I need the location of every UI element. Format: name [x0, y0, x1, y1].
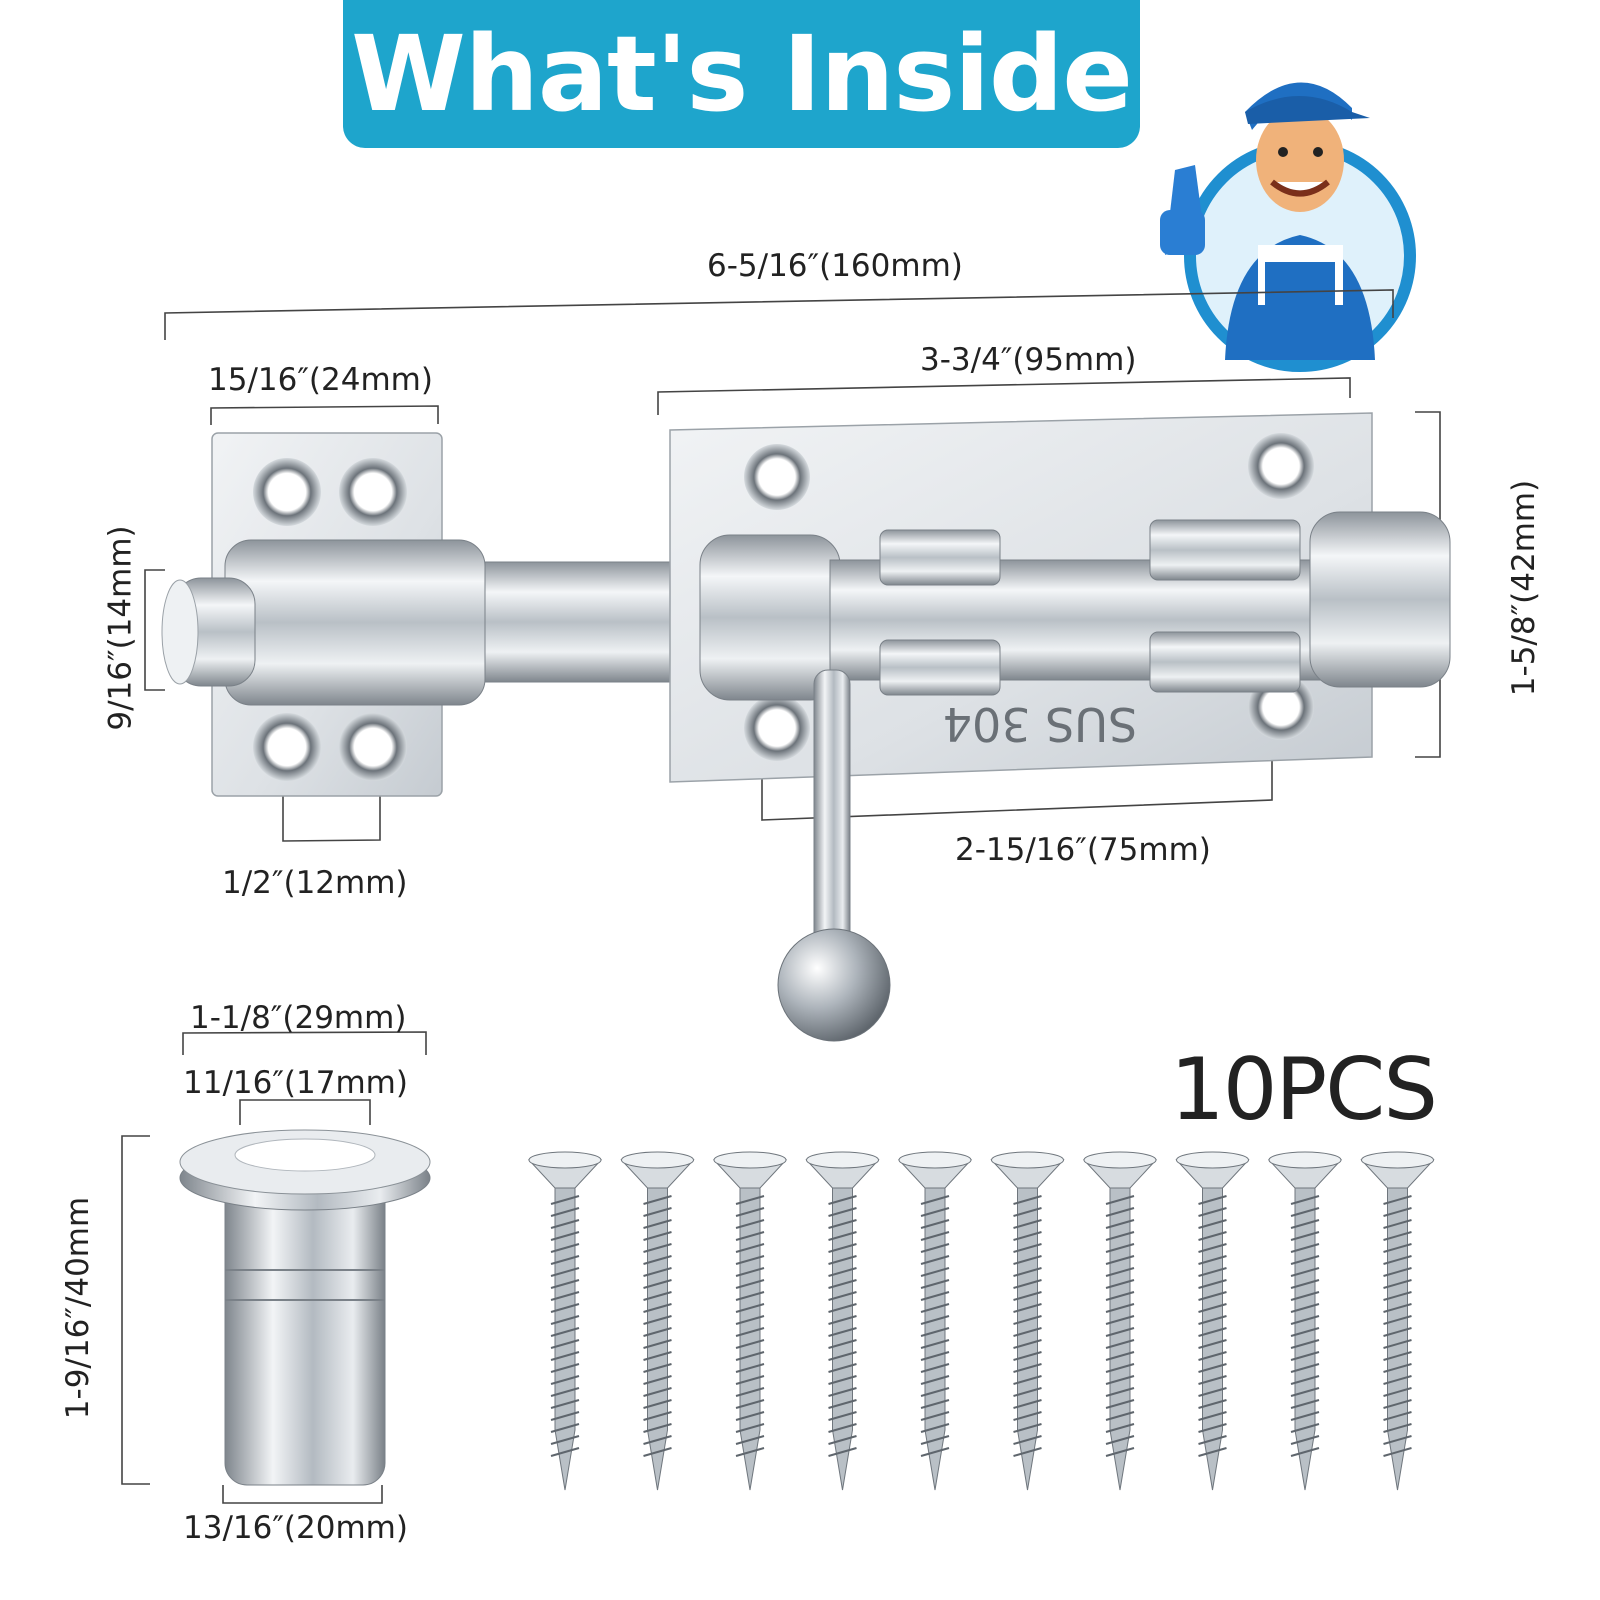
page-title: What's Inside [351, 13, 1133, 135]
dim-bolt-diameter: 9/16″(14mm) [102, 525, 139, 731]
dim-body-height: 1-5/8″(42mm) [1506, 479, 1543, 697]
dim-strike-inner-diameter: 11/16″(17mm) [183, 1065, 408, 1101]
screw-icon [805, 1151, 880, 1491]
keeper-plate [211, 432, 486, 797]
dim-strike-base-diameter: 13/16″(20mm) [183, 1510, 408, 1546]
screw-icon [897, 1151, 973, 1491]
dim-body-length: 3-3/4″(95mm) [920, 342, 1137, 378]
dim-body-hole-spacing: 2-15/16″(75mm) [955, 832, 1211, 868]
screw-icon [1175, 1151, 1250, 1491]
dim-strike-height: 1-9/16″/40mm [60, 1196, 97, 1420]
material-stamp: SUS 304 [943, 697, 1138, 751]
bolt-barrel [699, 511, 1451, 701]
screw-icon [1360, 1151, 1435, 1491]
screw-icon [620, 1151, 695, 1491]
screw-icon [1267, 1151, 1343, 1491]
screw-icon [990, 1151, 1065, 1491]
screw-icon [712, 1151, 788, 1491]
strike-cup [179, 1129, 431, 1486]
dim-overall-length: 6-5/16″(160mm) [707, 248, 963, 284]
screws-group [527, 1151, 1435, 1491]
screw-count-label: 10PCS [1170, 1040, 1438, 1140]
worker-mascot-icon [1160, 82, 1416, 372]
dim-keeper-hole-spacing: 1/2″(12mm) [222, 865, 408, 901]
dim-strike-outer-diameter: 1-1/8″(29mm) [190, 1000, 407, 1036]
screw-icon [1082, 1151, 1158, 1491]
screw-icon [527, 1151, 603, 1491]
title-banner: What's Inside [343, 0, 1140, 148]
dim-keeper-width: 15/16″(24mm) [208, 362, 433, 398]
bolt-handle [777, 669, 891, 1042]
